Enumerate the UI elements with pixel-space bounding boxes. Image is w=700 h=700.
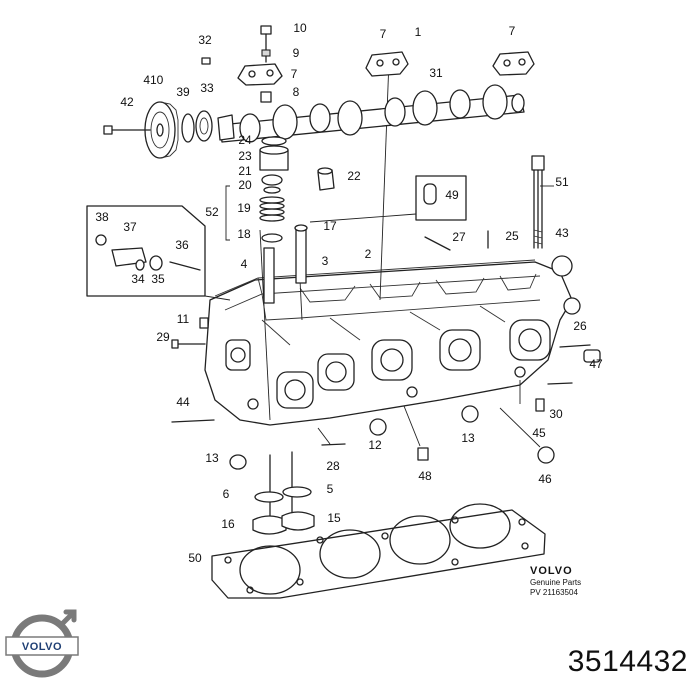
callout-c45: 45 — [532, 426, 546, 440]
callout-c43: 43 — [555, 226, 569, 240]
callout-c9: 9 — [293, 46, 300, 60]
callout-c24: 24 — [238, 133, 252, 147]
logo-wordmark: VOLVO — [22, 641, 62, 653]
logo-arrow-icon — [59, 609, 77, 627]
callout-c18: 18 — [237, 227, 251, 241]
callout-c7c: 7 — [509, 24, 516, 38]
logo-band — [5, 636, 79, 656]
callout-c42: 42 — [120, 95, 134, 109]
callout-c27: 27 — [452, 230, 466, 244]
bearing-caps — [237, 51, 535, 86]
callout-c3: 3 — [322, 254, 329, 268]
callout-c30: 30 — [549, 407, 563, 421]
callout-c38: 38 — [95, 210, 109, 224]
dowel-inset — [309, 175, 467, 223]
callout-c4: 4 — [241, 257, 248, 271]
valves — [252, 451, 315, 535]
callout-c5: 5 — [327, 482, 334, 496]
callout-c15: 15 — [327, 511, 341, 525]
callout-c13a: 13 — [461, 431, 475, 445]
callout-c37: 37 — [123, 220, 137, 234]
callout-c31: 31 — [429, 66, 443, 80]
callout-c25: 25 — [505, 229, 519, 243]
callout-c52: 52 — [205, 205, 219, 219]
volvo-logo: VOLVO — [5, 609, 79, 678]
callout-c46: 46 — [538, 472, 552, 486]
callout-c19: 19 — [237, 201, 251, 215]
callout-c36: 36 — [175, 238, 189, 252]
genuine-parts-note: VOLVO Genuine Parts PV 21163504 — [530, 566, 630, 597]
callout-c50: 50 — [188, 551, 202, 565]
callout-c23: 23 — [238, 149, 252, 163]
part-number: 3514432 — [567, 645, 688, 678]
brand-note-brand: VOLVO — [530, 565, 573, 577]
callout-c41: 41 — [143, 73, 157, 87]
callout-c34: 34 — [131, 272, 145, 286]
cam-sprocket — [103, 101, 235, 159]
brand-note-subtitle: Genuine Parts — [530, 578, 582, 587]
callout-c13b: 13 — [205, 451, 219, 465]
callout-c11: 11 — [177, 312, 190, 326]
callout-c28: 28 — [326, 459, 340, 473]
callout-c1: 1 — [415, 25, 422, 39]
callout-c10a: 10 — [293, 21, 307, 35]
callout-c48: 48 — [418, 469, 432, 483]
callout-c17: 17 — [323, 219, 337, 233]
callout-c51: 51 — [555, 175, 569, 189]
cap-bolt — [201, 25, 272, 103]
callout-c39: 39 — [176, 85, 190, 99]
callout-c21: 21 — [238, 164, 252, 178]
camshaft — [219, 84, 525, 143]
callout-c22: 22 — [347, 169, 361, 183]
callout-c12: 12 — [368, 438, 382, 452]
callout-c33: 33 — [200, 81, 214, 95]
callout-c7b: 7 — [380, 27, 387, 41]
callout-c7a: 7 — [291, 67, 298, 81]
brand-note-code: PV 21163504 — [530, 588, 578, 597]
callout-c6: 6 — [223, 487, 230, 501]
callout-c8: 8 — [293, 85, 300, 99]
callout-c49: 49 — [445, 188, 459, 202]
studs-and-fittings — [171, 230, 601, 470]
head-bolt — [531, 155, 554, 249]
callout-c26: 26 — [573, 319, 587, 333]
valve-train-stack — [225, 136, 335, 304]
callout-c20: 20 — [238, 178, 252, 192]
callout-c29: 29 — [156, 330, 170, 344]
callout-c47: 47 — [589, 357, 603, 371]
sensor-inset — [86, 205, 231, 301]
head-gasket — [211, 503, 546, 599]
callout-c44: 44 — [176, 395, 190, 409]
callout-c32: 32 — [198, 33, 212, 47]
callout-c40: 0 — [157, 73, 164, 87]
callout-c35: 35 — [151, 272, 165, 286]
callout-c2: 2 — [365, 247, 372, 261]
callout-c16: 16 — [221, 517, 235, 531]
